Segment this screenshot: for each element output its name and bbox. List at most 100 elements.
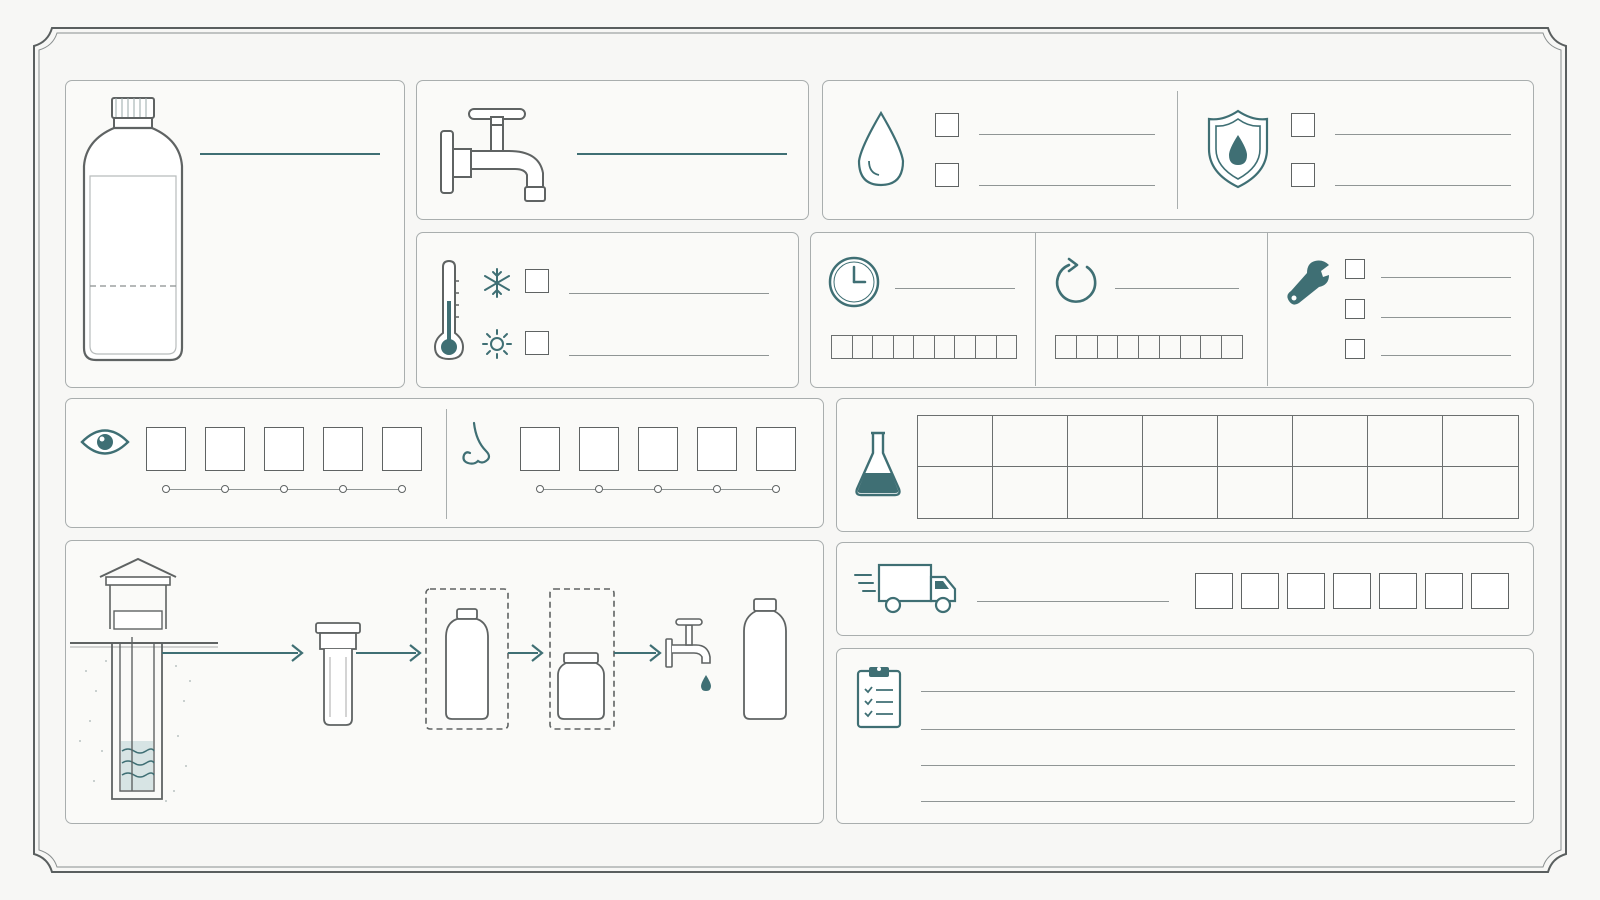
lab-results-panel	[836, 398, 1534, 532]
cell[interactable]	[1118, 336, 1140, 358]
refresh-cells[interactable]	[1055, 335, 1243, 359]
cold-check[interactable]	[525, 269, 549, 293]
notes-line[interactable]	[921, 691, 1515, 692]
lab-grid-cell[interactable]	[1368, 416, 1443, 467]
wrench-check-2[interactable]	[1345, 299, 1365, 319]
lab-grid-cell[interactable]	[918, 467, 993, 518]
shield-line-1[interactable]	[1335, 134, 1511, 135]
appearance-scale-dot[interactable]	[339, 485, 347, 493]
cold-line[interactable]	[569, 293, 769, 294]
warm-line[interactable]	[569, 355, 769, 356]
delivery-box[interactable]	[1241, 573, 1279, 609]
wrench-line-1[interactable]	[1381, 277, 1511, 278]
cell[interactable]	[1056, 336, 1077, 358]
cell[interactable]	[873, 336, 894, 358]
appearance-box[interactable]	[264, 427, 304, 471]
shield-check-1[interactable]	[1291, 113, 1315, 137]
drop-check-2[interactable]	[935, 163, 959, 187]
odor-scale-dot[interactable]	[536, 485, 544, 493]
cell[interactable]	[1222, 336, 1242, 358]
delivery-line[interactable]	[977, 601, 1169, 602]
delivery-box[interactable]	[1195, 573, 1233, 609]
lab-results-grid[interactable]	[917, 415, 1519, 519]
clipboard-icon	[856, 667, 902, 729]
lab-grid-cell[interactable]	[993, 467, 1068, 518]
cell[interactable]	[935, 336, 956, 358]
odor-scale-dot[interactable]	[654, 485, 662, 493]
clock-line[interactable]	[895, 288, 1015, 289]
appearance-box[interactable]	[323, 427, 363, 471]
notes-line[interactable]	[921, 801, 1515, 802]
lab-grid-cell[interactable]	[1368, 467, 1443, 518]
odor-scale-dot[interactable]	[595, 485, 603, 493]
cell[interactable]	[1139, 336, 1160, 358]
appearance-scale-dot[interactable]	[280, 485, 288, 493]
source-name-line[interactable]	[577, 153, 787, 155]
lab-grid-cell[interactable]	[1218, 416, 1293, 467]
appearance-scale-dot[interactable]	[221, 485, 229, 493]
notes-line[interactable]	[921, 765, 1515, 766]
divider	[446, 409, 447, 519]
delivery-box[interactable]	[1425, 573, 1463, 609]
lab-grid-cell[interactable]	[1443, 467, 1518, 518]
cell[interactable]	[1181, 336, 1202, 358]
lab-grid-cell[interactable]	[1293, 467, 1368, 518]
warm-check[interactable]	[525, 331, 549, 355]
appearance-scale-dot[interactable]	[398, 485, 406, 493]
odor-box[interactable]	[697, 427, 737, 471]
cell[interactable]	[955, 336, 976, 358]
appearance-box[interactable]	[205, 427, 245, 471]
cell[interactable]	[914, 336, 935, 358]
wrench-line-2[interactable]	[1381, 317, 1511, 318]
flask-icon	[855, 431, 901, 497]
storage-bottle-icon	[445, 608, 489, 720]
drop-check-1[interactable]	[935, 113, 959, 137]
bottle-panel	[65, 80, 405, 388]
maintenance-panel	[810, 232, 1534, 388]
bottle-name-line[interactable]	[200, 153, 380, 155]
appearance-box[interactable]	[146, 427, 186, 471]
wrench-check-1[interactable]	[1345, 259, 1365, 279]
wrench-check-3[interactable]	[1345, 339, 1365, 359]
lab-grid-cell[interactable]	[1068, 467, 1143, 518]
cell[interactable]	[1201, 336, 1223, 358]
eye-icon	[80, 429, 130, 455]
lab-grid-cell[interactable]	[918, 416, 993, 467]
lab-grid-cell[interactable]	[1143, 416, 1218, 467]
odor-box[interactable]	[756, 427, 796, 471]
delivery-box[interactable]	[1471, 573, 1509, 609]
lab-grid-cell[interactable]	[1218, 467, 1293, 518]
appearance-scale-dot[interactable]	[162, 485, 170, 493]
cell[interactable]	[976, 336, 997, 358]
odor-scale-dot[interactable]	[772, 485, 780, 493]
cell[interactable]	[1077, 336, 1098, 358]
odor-box[interactable]	[520, 427, 560, 471]
drop-line-2[interactable]	[979, 185, 1155, 186]
cell[interactable]	[832, 336, 853, 358]
notes-line[interactable]	[921, 729, 1515, 730]
odor-box[interactable]	[638, 427, 678, 471]
delivery-box[interactable]	[1333, 573, 1371, 609]
delivery-box[interactable]	[1287, 573, 1325, 609]
lab-grid-cell[interactable]	[1143, 467, 1218, 518]
faucet-icon	[440, 108, 546, 202]
lab-grid-cell[interactable]	[993, 416, 1068, 467]
cell[interactable]	[997, 336, 1017, 358]
clock-cells[interactable]	[831, 335, 1017, 359]
lab-grid-cell[interactable]	[1443, 416, 1518, 467]
lab-grid-cell[interactable]	[1068, 416, 1143, 467]
cell[interactable]	[853, 336, 874, 358]
shield-check-2[interactable]	[1291, 163, 1315, 187]
shield-line-2[interactable]	[1335, 185, 1511, 186]
cell[interactable]	[1098, 336, 1119, 358]
delivery-box[interactable]	[1379, 573, 1417, 609]
refresh-line[interactable]	[1115, 288, 1239, 289]
appearance-box[interactable]	[382, 427, 422, 471]
wrench-line-3[interactable]	[1381, 355, 1511, 356]
cell[interactable]	[1160, 336, 1181, 358]
lab-grid-cell[interactable]	[1293, 416, 1368, 467]
odor-scale-dot[interactable]	[713, 485, 721, 493]
drop-line-1[interactable]	[979, 134, 1155, 135]
odor-box[interactable]	[579, 427, 619, 471]
cell[interactable]	[894, 336, 915, 358]
